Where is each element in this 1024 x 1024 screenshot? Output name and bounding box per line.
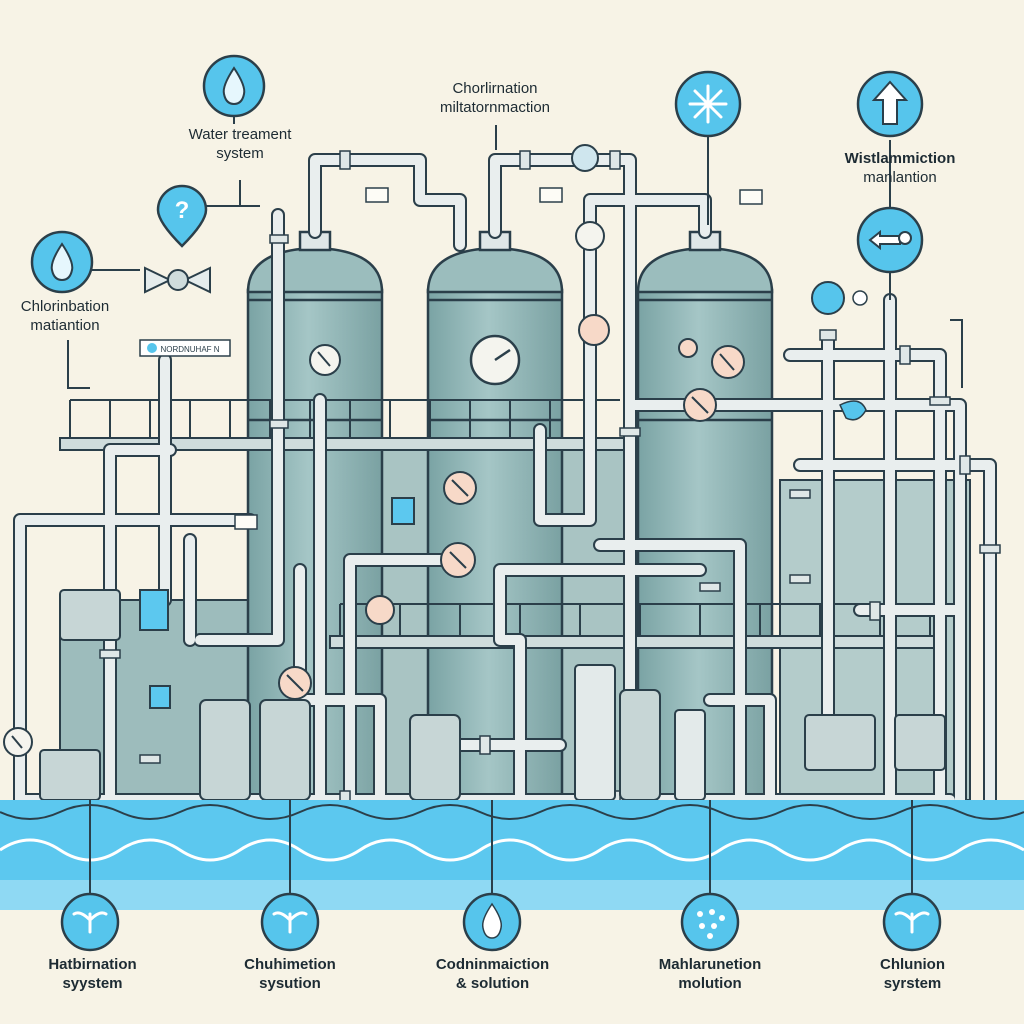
label-line: Chlorinbation (20, 298, 110, 315)
small-gauge-icon (811, 281, 868, 421)
label-wistlammiction: Wistlammiction manlantion (800, 150, 1000, 188)
label-line: & solution (455, 974, 530, 992)
label-line: molution (678, 974, 742, 992)
pressure-gauge (469, 334, 521, 386)
label-line: Mahlarunetion (658, 956, 762, 973)
label-line: Wistlammiction (844, 150, 956, 167)
label-line: miltatornmaction (439, 98, 551, 116)
water-drop-icon (30, 230, 94, 294)
label-line: Chlunion (880, 956, 945, 973)
label-codninmaiction: Codninmaiction & solution (405, 956, 580, 994)
label-line: Chorlirnation (452, 80, 538, 97)
label-water-treatment: Water treament system (150, 126, 330, 164)
sprout-icon (260, 892, 320, 952)
equipment-sign-text: NORDNUHAF N (160, 345, 219, 354)
water-drop-icon (202, 54, 266, 118)
control-valves (3, 144, 745, 787)
label-chlorination-top: Chorlirnation miltatornmaction (395, 80, 595, 118)
arrow-up-icon (856, 70, 924, 138)
label-chlunion: Chlunion syrstem (840, 956, 985, 994)
svg-text:?: ? (175, 197, 190, 224)
control-panel (139, 497, 415, 709)
equipment-sign: NORDNUHAF N (139, 339, 231, 357)
label-line: matiantion (30, 316, 100, 334)
butterfly-valve (144, 266, 211, 294)
particles-icon (680, 892, 740, 952)
label-mahlarunetion: Mahlarunetion molution (625, 956, 795, 994)
water-drop-icon (462, 892, 522, 952)
pump-units (39, 589, 946, 801)
label-line: system (216, 144, 264, 162)
snowflake-icon (674, 70, 742, 138)
label-chlorination-left: Chlorinbation matiantion (0, 298, 130, 336)
label-chuhimetion: Chuhimetion sysution (215, 956, 365, 994)
leader-lines (67, 76, 963, 905)
label-line: Hatbirnation (48, 956, 137, 973)
label-line: Water treament (188, 126, 292, 143)
sprout-icon (882, 892, 942, 952)
label-line: Codninmaiction (435, 956, 550, 973)
label-line: syrstem (883, 974, 942, 992)
label-line: Chuhimetion (244, 956, 336, 973)
label-hatbirnation: Hatbirnation syystem (20, 956, 165, 994)
instrument-tags (234, 187, 763, 530)
label-line: syystem (62, 974, 123, 992)
water-reservoir (0, 800, 1024, 910)
hand-pointing-icon (856, 206, 924, 274)
question-pin-icon: ? (156, 184, 208, 248)
label-line: sysution (259, 974, 321, 992)
label-line: manlantion (863, 168, 937, 186)
sprout-icon (60, 892, 120, 952)
